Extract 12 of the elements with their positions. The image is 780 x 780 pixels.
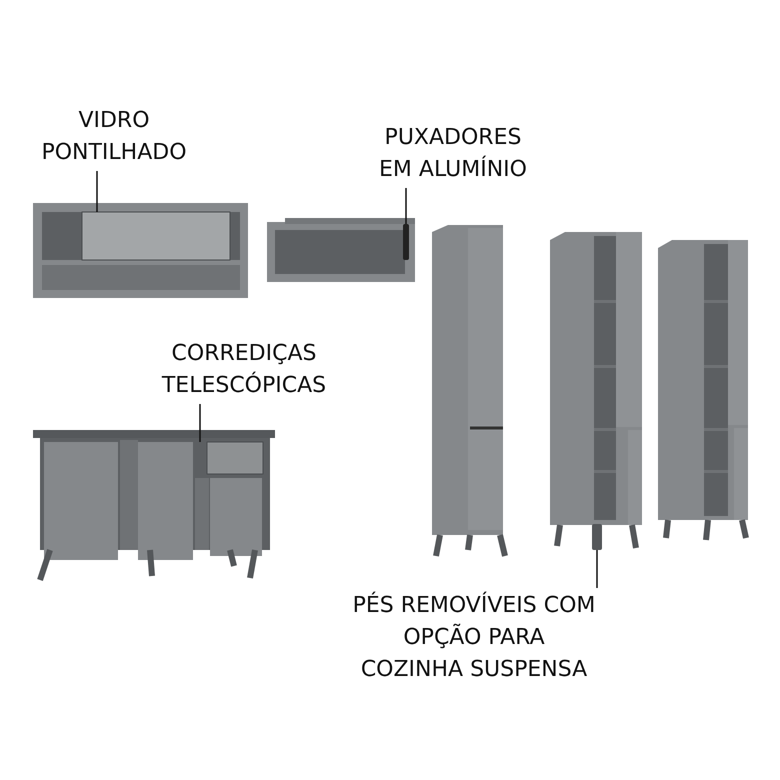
leader-line xyxy=(405,188,407,224)
leader-line xyxy=(199,404,201,442)
leader-line xyxy=(96,171,98,212)
callout-label: PUXADORES EM ALUMÍNIO xyxy=(372,122,534,186)
drawer-front xyxy=(206,442,264,474)
callout-label: PÉS REMOVÍVEIS COM OPÇÃO PARA COZINHA SUSPENSA xyxy=(352,590,596,686)
leader-line xyxy=(596,550,598,588)
glass-panel xyxy=(82,212,230,260)
door-handle xyxy=(403,224,409,260)
cabinet-leg xyxy=(592,524,602,550)
callout-label: VIDRO PONTILHADO xyxy=(30,105,198,169)
callout-label: CORREDIÇAS TELESCÓPICAS xyxy=(155,338,333,402)
